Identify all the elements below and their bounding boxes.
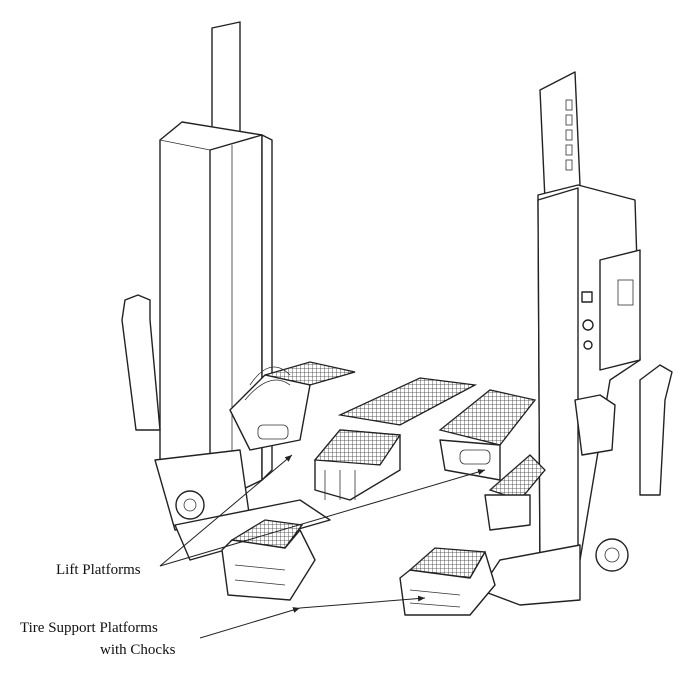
tire-support-platforms [221,519,496,616]
lift-platforms-label: Lift Platforms [56,562,141,578]
leader-lines [159,454,486,639]
tire-support-label-line1: Tire Support Platforms [20,620,158,636]
right-lift-column [479,71,673,606]
lift-platforms [229,361,546,531]
left-lift-column [121,21,331,561]
tire-support-label-line2: with Chocks [100,642,176,658]
